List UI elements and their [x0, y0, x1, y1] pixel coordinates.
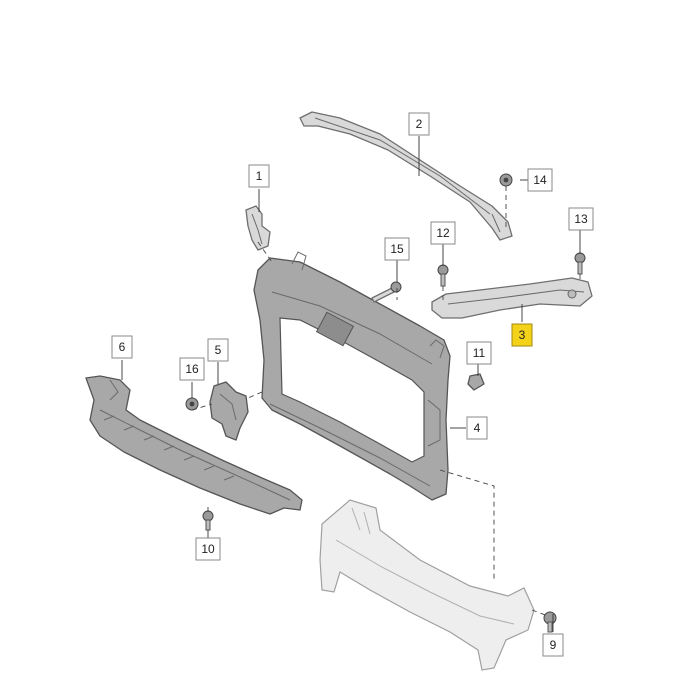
- callout-10[interactable]: 10: [195, 537, 221, 561]
- bolt-13-part[interactable]: [574, 252, 586, 275]
- callout-6[interactable]: 6: [111, 335, 133, 359]
- callout-16[interactable]: 16: [179, 357, 205, 381]
- callout-label: 9: [550, 638, 557, 652]
- front-carrier-frame-part[interactable]: [253, 251, 451, 501]
- callout-1[interactable]: 1: [248, 164, 270, 188]
- callout-3[interactable]: 3: [511, 323, 533, 347]
- callout-15[interactable]: 15: [384, 237, 410, 261]
- callout-label: 12: [436, 226, 450, 240]
- bumper-bracket-part[interactable]: [85, 375, 303, 515]
- clip-11-part[interactable]: [467, 373, 485, 391]
- callout-label: 2: [416, 117, 423, 131]
- screw-10-part[interactable]: [202, 510, 214, 531]
- nut-16-part[interactable]: [185, 397, 199, 411]
- callout-label: 4: [474, 421, 481, 435]
- callout-13[interactable]: 13: [568, 207, 594, 231]
- callout-label: 1: [256, 169, 263, 183]
- callout-11[interactable]: 11: [466, 341, 492, 365]
- callout-label: 16: [185, 362, 199, 376]
- callout-4[interactable]: 4: [466, 416, 488, 440]
- nut-14-part[interactable]: [499, 173, 513, 187]
- callout-label: 13: [574, 212, 588, 226]
- callout-12[interactable]: 12: [430, 221, 456, 245]
- callout-9[interactable]: 9: [542, 633, 564, 657]
- callout-label: 11: [473, 346, 486, 360]
- support-arm-part[interactable]: [431, 277, 593, 319]
- bolt-15-part[interactable]: [371, 281, 402, 303]
- callout-label: 10: [201, 542, 215, 556]
- callout-label: 6: [119, 340, 126, 354]
- callout-2[interactable]: 2: [408, 112, 430, 136]
- callout-5[interactable]: 5: [207, 338, 229, 362]
- bumper-beam-part: [319, 499, 535, 671]
- callout-14[interactable]: 14: [527, 168, 553, 192]
- screw-9-part[interactable]: [543, 611, 557, 633]
- callout-label: 15: [390, 242, 404, 256]
- bracket-part[interactable]: [245, 205, 271, 251]
- callout-label: 14: [533, 173, 547, 187]
- bolt-12-part[interactable]: [437, 264, 449, 287]
- side-bracket-part[interactable]: [209, 381, 249, 441]
- upper-strut-part[interactable]: [299, 111, 513, 241]
- callout-label: 5: [215, 343, 222, 357]
- callout-label: 3: [519, 328, 526, 342]
